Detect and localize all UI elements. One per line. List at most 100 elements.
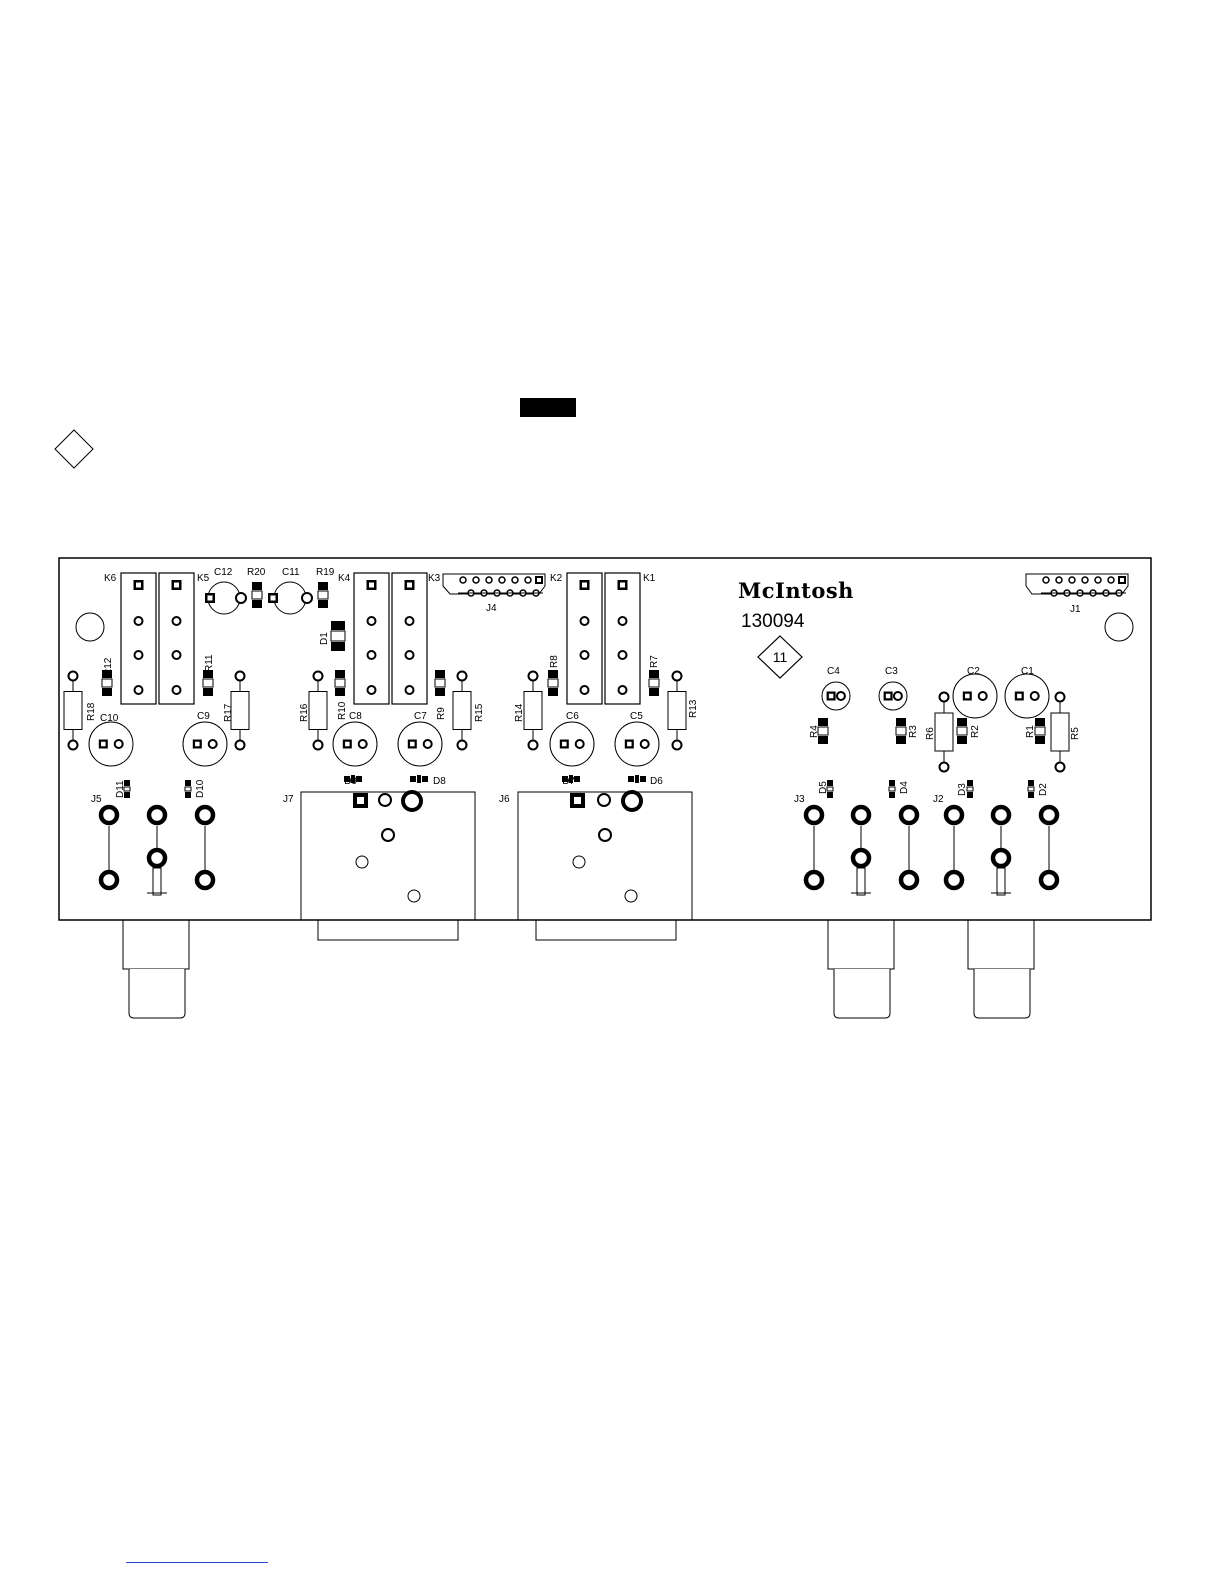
label-c6: C6 xyxy=(566,711,579,722)
round-pad xyxy=(894,692,902,700)
capacitor-outline xyxy=(183,722,227,766)
capacitor-c7 xyxy=(398,722,442,766)
round-pad xyxy=(1041,807,1057,823)
diamond-marker xyxy=(55,430,93,468)
capacitor-outline xyxy=(333,722,377,766)
label-j5: J5 xyxy=(91,794,102,805)
label-d5: D5 xyxy=(818,781,829,794)
square-pad-hole xyxy=(369,583,374,588)
diode-pad xyxy=(422,776,428,782)
round-pad xyxy=(135,651,143,659)
round-pad xyxy=(236,672,245,681)
round-pad xyxy=(368,651,376,659)
round-pad xyxy=(946,807,962,823)
smd-pad xyxy=(649,670,659,678)
round-pad xyxy=(135,686,143,694)
label-r10: R10 xyxy=(337,701,348,720)
label-k5: K5 xyxy=(197,573,210,584)
label-d10: D10 xyxy=(195,779,206,798)
round-pad xyxy=(993,850,1009,866)
smd-body xyxy=(548,679,558,687)
label-r6: R6 xyxy=(925,727,936,740)
label-r14: R14 xyxy=(514,703,525,722)
round-pad xyxy=(1082,577,1088,583)
capacitor-c9 xyxy=(183,722,227,766)
label-r20: R20 xyxy=(247,567,266,578)
smd-pad xyxy=(896,718,906,726)
round-pad xyxy=(946,872,962,888)
square-pad-hole xyxy=(136,583,141,588)
round-pad xyxy=(101,872,117,888)
round-pad xyxy=(581,686,589,694)
round-pad xyxy=(853,850,869,866)
round-pad xyxy=(173,651,181,659)
rca-stem xyxy=(153,868,161,895)
diode-d8 xyxy=(410,775,428,783)
label-j4: J4 xyxy=(486,603,497,614)
diode-d10 xyxy=(185,780,191,798)
diode-pad xyxy=(628,776,634,782)
relay-outline xyxy=(354,573,389,704)
round-pad xyxy=(473,577,479,583)
round-pad xyxy=(837,692,845,700)
smd-body xyxy=(335,679,345,687)
relay-outline xyxy=(159,573,194,704)
round-pad xyxy=(529,741,538,750)
round-pad xyxy=(314,741,323,750)
smd-body xyxy=(649,679,659,687)
round-pad xyxy=(979,692,987,700)
diode-pad xyxy=(1028,792,1034,798)
round-pad xyxy=(458,672,467,681)
label-c2: C2 xyxy=(967,666,980,677)
footer-link-line xyxy=(126,1562,268,1563)
round-pad xyxy=(69,741,78,750)
label-c12: C12 xyxy=(214,567,233,578)
round-pad xyxy=(424,740,432,748)
label-r7: R7 xyxy=(649,655,660,668)
round-pad xyxy=(940,693,949,702)
label-d4: D4 xyxy=(899,781,910,794)
label-d1: D1 xyxy=(319,632,330,645)
round-pad xyxy=(529,672,538,681)
smd-pad xyxy=(1035,736,1045,744)
round-pad xyxy=(576,740,584,748)
smd-pad xyxy=(435,670,445,678)
relay-k3 xyxy=(392,573,427,704)
square-pad-hole xyxy=(562,742,567,747)
resistor-body xyxy=(524,692,542,730)
capacitor-c8 xyxy=(333,722,377,766)
label-d7: D7 xyxy=(562,776,575,787)
relay-k1 xyxy=(605,573,640,704)
diode-d2 xyxy=(1028,780,1034,798)
smd-r3 xyxy=(896,718,906,744)
round-pad xyxy=(1056,577,1062,583)
round-pad xyxy=(993,807,1009,823)
capacitor-c6 xyxy=(550,722,594,766)
label-k4: K4 xyxy=(338,573,351,584)
label-r8: R8 xyxy=(549,655,560,668)
square-pad-hole xyxy=(582,583,587,588)
round-pad xyxy=(619,651,627,659)
capacitor-outline xyxy=(89,722,133,766)
square-pad-hole xyxy=(195,742,200,747)
smd-body xyxy=(957,727,967,735)
smd-resistor-r20 xyxy=(252,582,262,608)
label-r4: R4 xyxy=(809,725,820,738)
label-r11: R11 xyxy=(204,654,215,672)
capacitor-outline xyxy=(953,674,997,718)
diode-pad xyxy=(410,776,416,782)
square-pad-hole xyxy=(1017,694,1022,699)
square-pad-hole xyxy=(829,694,834,699)
round-pad xyxy=(101,807,117,823)
round-pad xyxy=(1108,577,1114,583)
diode-pad xyxy=(185,780,191,786)
resistor-body xyxy=(453,692,471,730)
square-pad-hole xyxy=(410,742,415,747)
smd-resistor-r19 xyxy=(318,582,328,608)
square-pad-hole xyxy=(174,583,179,588)
smd-pad xyxy=(818,718,828,726)
smd-r11 xyxy=(203,670,213,696)
relay-k4 xyxy=(354,573,389,704)
smd-pad xyxy=(649,688,659,696)
